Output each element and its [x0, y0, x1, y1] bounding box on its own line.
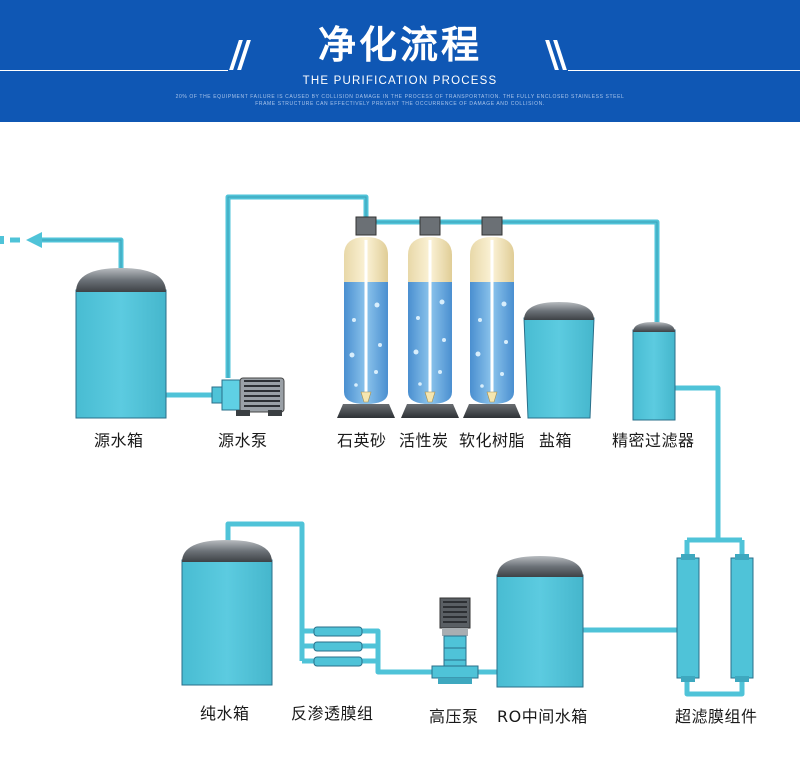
source-tank [75, 268, 167, 419]
high-pressure-pump [431, 597, 479, 684]
page-subtitle: THE PURIFICATION PROCESS [302, 75, 498, 87]
label-source-tank: 源水箱 [94, 431, 144, 450]
outlet-arrow-icon [26, 232, 42, 248]
header-divider-right [568, 70, 800, 71]
pure-water-tank [181, 540, 273, 686]
label-softening-resin: 软化树脂 [459, 431, 526, 450]
page-title: 净化流程 [317, 23, 482, 67]
ro-membrane-left-manifold [299, 631, 314, 664]
label-pure-water-tank: 纯水箱 [200, 704, 250, 723]
label-uf-membrane: 超滤膜组件 [675, 707, 758, 726]
outlet-stub [0, 236, 4, 244]
uf-manifold-top [684, 537, 745, 558]
header-fine-print: 20% OF THE EQUIPMENT FAILURE IS CAUSED B… [120, 94, 680, 108]
ro-membrane-manifold [362, 643, 378, 664]
ro-middle-tank [496, 556, 584, 688]
label-salt-tank: 盐箱 [539, 431, 573, 450]
quartz-sand-column [337, 216, 395, 418]
label-ro-middle-tank: RO中间水箱 [497, 707, 588, 726]
header-banner: 净化流程 THE PURIFICATION PROCESS 20% OF THE… [0, 0, 800, 122]
label-ro-membrane: 反渗透膜组 [291, 704, 374, 723]
source-pump [211, 377, 285, 416]
uf-membrane-assembly [676, 554, 754, 682]
softening-resin-column [463, 216, 521, 418]
label-activated-carbon: 活性炭 [399, 431, 449, 450]
pump-to-ro-membrane-pipe [362, 628, 432, 675]
ro-membrane-to-pure-tank-pipe [225, 521, 314, 634]
ro-membrane-assembly [313, 626, 363, 667]
label-precision-filter: 精密过滤器 [612, 431, 695, 450]
uf-manifold-bottom [684, 678, 745, 697]
pipe-shading [40, 196, 658, 378]
activated-carbon-column [401, 216, 459, 418]
label-quartz-sand: 石英砂 [337, 431, 387, 450]
precision-filter-to-uf-pipe [675, 385, 721, 540]
fine-print-line-2: FRAME STRUCTURE CAN EFFECTIVELY PREVENT … [255, 101, 545, 107]
label-source-pump: 源水泵 [218, 431, 268, 450]
process-diagram [0, 194, 754, 697]
precision-filter [632, 322, 676, 421]
fine-print-line-1: 20% OF THE EQUIPMENT FAILURE IS CAUSED B… [175, 94, 625, 100]
header-divider-left [0, 70, 228, 71]
salt-tank [523, 302, 595, 419]
label-high-pressure-pump: 高压泵 [429, 707, 479, 726]
